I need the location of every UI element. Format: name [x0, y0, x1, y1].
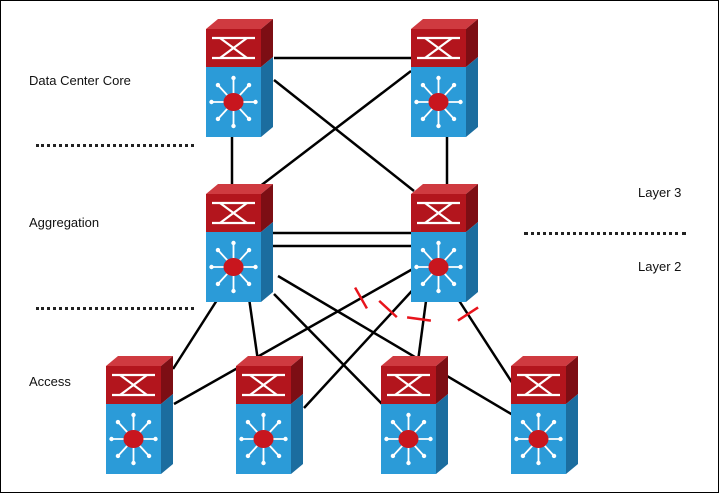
switch-access-4[interactable] [511, 356, 578, 474]
layer2-switch-icon [517, 373, 560, 397]
tier-label-core: Data Center Core [29, 73, 131, 88]
router-hub-icon [239, 412, 288, 466]
router-hub-icon [384, 412, 433, 466]
layer2-label: Layer 2 [638, 259, 682, 274]
router-hub-icon [109, 412, 158, 466]
router-hub-icon [209, 75, 258, 129]
layer2-switch-icon [387, 373, 430, 397]
link-core-2-agg-1 [258, 70, 412, 188]
link-agg-2-access-4 [456, 298, 515, 385]
router-hub-icon [414, 75, 463, 129]
layer2-switch-icon [242, 373, 285, 397]
switch-core-1[interactable] [206, 19, 273, 137]
blocked-port-mark [354, 286, 368, 310]
switch-access-2[interactable] [236, 356, 303, 474]
router-hub-icon [209, 240, 258, 294]
blocked-port-mark [406, 316, 432, 322]
switch-agg-2[interactable] [411, 184, 478, 302]
link-agg-1-access-3 [273, 293, 385, 407]
link-core-1-agg-2 [273, 79, 415, 192]
tier-divider-aggregation-access [36, 307, 194, 310]
switch-access-3[interactable] [381, 356, 448, 474]
layer2-switch-icon [112, 373, 155, 397]
link-agg-2-access-1 [173, 264, 419, 406]
layer2-switch-icon [417, 201, 460, 225]
layer3-label: Layer 3 [638, 185, 682, 200]
router-hub-icon [514, 412, 563, 466]
blocked-port-mark [457, 306, 479, 322]
layer2-switch-icon [212, 201, 255, 225]
router-hub-icon [414, 240, 463, 294]
switch-agg-1[interactable] [206, 184, 273, 302]
link-agg-1-access-2 [247, 297, 260, 362]
link-agg-2-access-2 [303, 280, 422, 409]
tier-divider-core-aggregation [36, 144, 194, 147]
tier-label-access: Access [29, 374, 71, 389]
links [171, 56, 519, 420]
layer2-switch-icon [417, 36, 460, 60]
layer-divider [524, 232, 686, 235]
link-agg-1-access-4 [277, 274, 519, 420]
tier-label-aggregation: Aggregation [29, 215, 100, 230]
layer2-switch-icon [212, 36, 255, 60]
switch-core-2[interactable] [411, 19, 478, 137]
switch-access-1[interactable] [106, 356, 173, 474]
blocked-port-mark [378, 299, 398, 319]
